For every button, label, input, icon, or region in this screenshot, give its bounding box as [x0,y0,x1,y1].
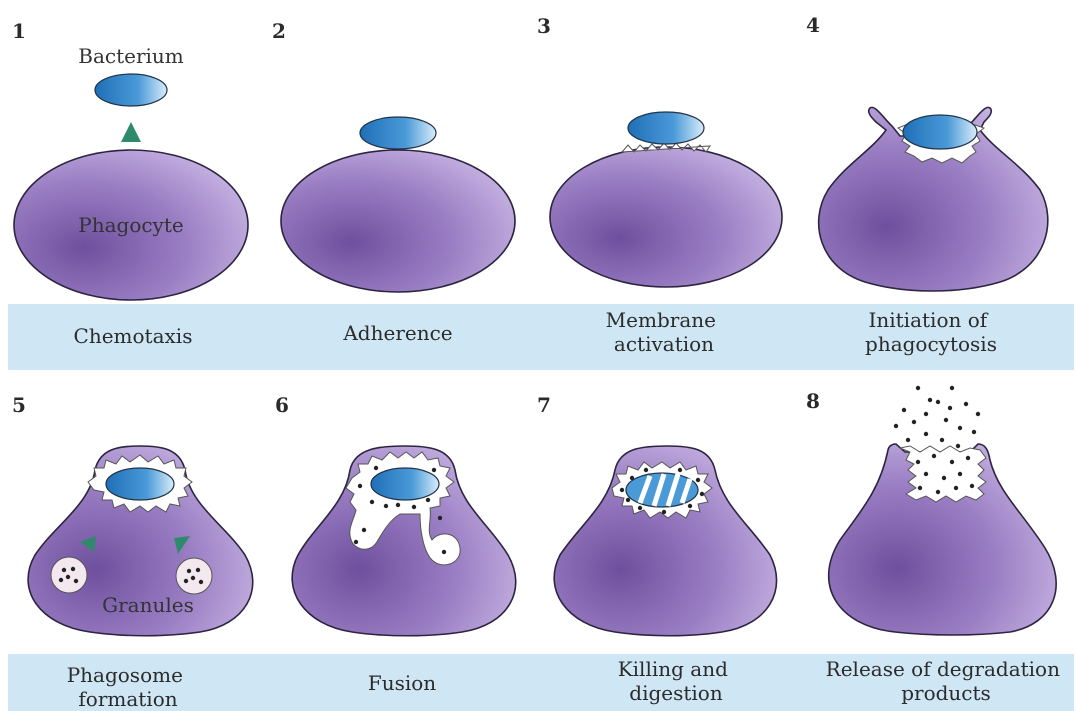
granule-right [176,558,212,594]
bacterium [106,468,174,500]
step-caption: Phagosome formation [67,663,190,711]
step-caption: Killing and digestion [618,657,735,705]
phagocyte-label: Phagocyte [78,213,183,237]
step-caption: Initiation of phagocytosis [865,308,997,356]
bacterium [371,468,439,500]
step-1: 1 Bacterium Phagocyte Chemotaxis [12,19,248,348]
step-number: 4 [806,13,820,37]
chemotaxis-arrow-icon [121,122,141,142]
step-2: 2 Adherence [272,19,515,345]
phagocyte [550,147,782,287]
bacterium-label: Bacterium [78,44,184,68]
step-6: 6 Fusion [275,393,516,695]
granules-label: Granules [102,593,194,617]
step-number: 7 [537,393,551,417]
step-8: 8 Release of degradation products [806,386,1066,705]
bacterium [95,74,167,106]
step-number: 5 [12,393,26,417]
step-number: 2 [272,19,286,43]
granule-left [51,557,87,593]
bacterium [360,117,436,149]
step-caption: Adherence [342,321,452,345]
step-number: 1 [12,19,26,43]
step-caption: Membrane activation [606,308,723,356]
phagocyte [281,150,515,292]
step-caption: Chemotaxis [74,324,193,348]
step-number: 8 [806,389,820,413]
bacterium [903,115,977,149]
step-number: 6 [275,393,289,417]
emptied-phagosome [900,446,986,502]
step-caption: Fusion [368,671,436,695]
bacterium [628,112,704,144]
step-number: 3 [537,14,551,38]
